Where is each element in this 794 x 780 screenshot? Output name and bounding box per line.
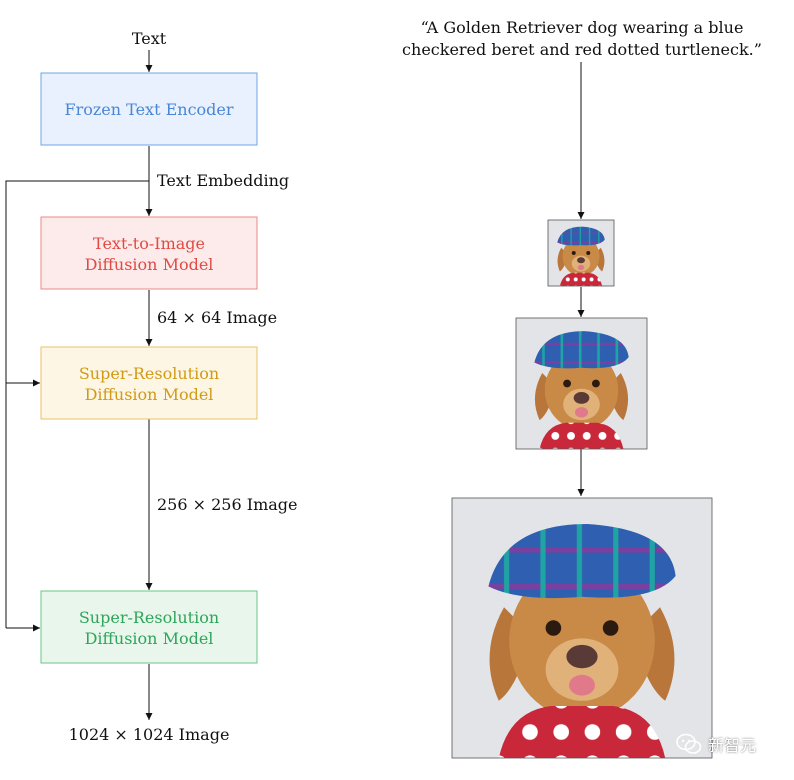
super-resolution-model-box-1 [40,346,258,420]
wechat-watermark: 新智元 [676,732,756,756]
t2i-label-line2: Diffusion Model [85,255,214,274]
encoder-label: Frozen Text Encoder [64,100,233,119]
dog-image-256 [515,317,648,450]
sr1-label-line1: Super-Resolution [79,364,219,383]
frozen-text-encoder-box [40,72,258,146]
dog-image-1024 [451,497,713,759]
wechat-icon [676,733,702,754]
text-embedding-label: Text Embedding [157,171,289,190]
prompt-line-2: checkered beret and red dotted turtlenec… [402,40,762,59]
prompt-line-1: “A Golden Retriever dog wearing a blue [421,18,744,37]
text-input-label: Text [132,29,167,48]
res-64-label: 64 × 64 Image [157,308,277,327]
res-1024-label: 1024 × 1024 Image [69,725,230,744]
t2i-label-line1: Text-to-Image [93,234,205,253]
embedding-branch-line [5,180,149,628]
res-256-label: 256 × 256 Image [157,495,297,514]
sr1-label-line2: Diffusion Model [85,385,214,404]
super-resolution-model-box-2 [40,590,258,664]
sr2-label-line1: Super-Resolution [79,608,219,627]
watermark-text: 新智元 [708,736,757,755]
sr2-label-line2: Diffusion Model [85,629,214,648]
text-to-image-model-box [40,216,258,290]
dog-image-64 [547,219,615,287]
